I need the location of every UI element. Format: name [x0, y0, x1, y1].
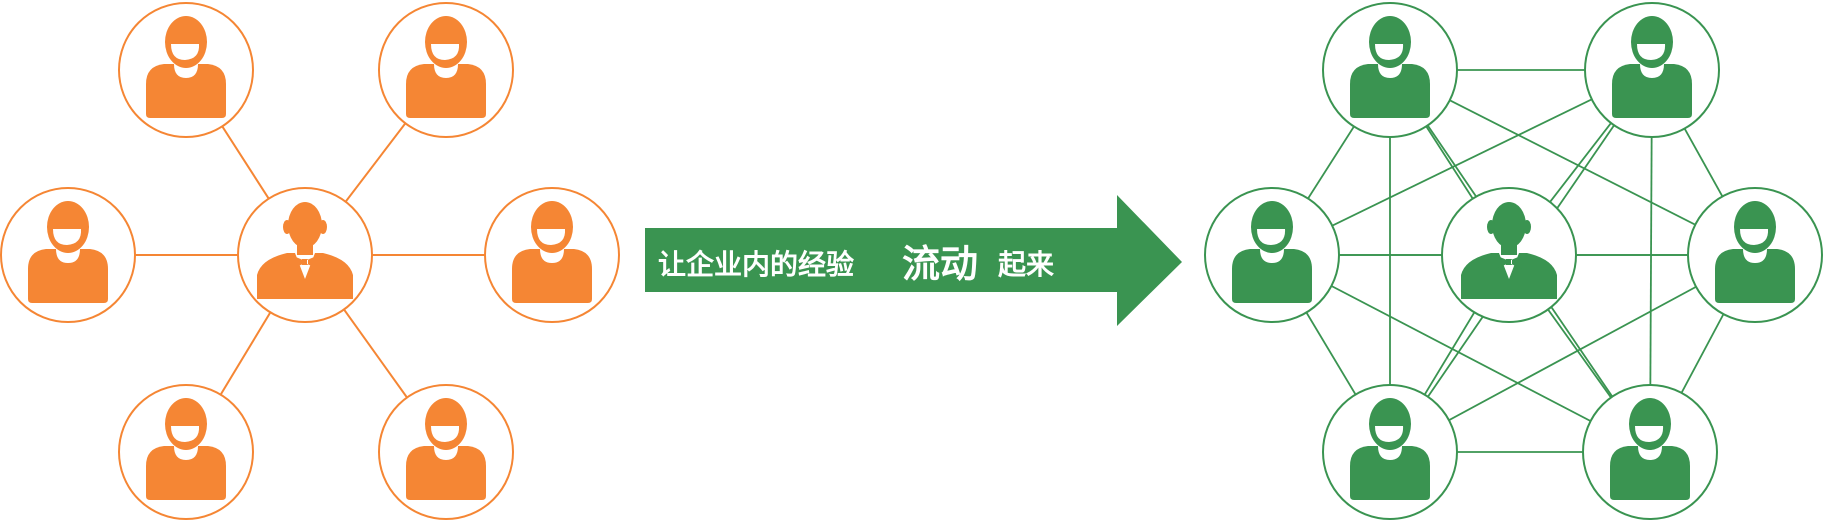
hub-network: [0, 2, 620, 520]
mesh-node: [1322, 2, 1458, 138]
mesh-node: [1204, 187, 1340, 323]
hub-node: [378, 384, 514, 520]
connector-line: [1389, 69, 1756, 256]
connector-line: [1271, 69, 1653, 256]
arrow-text-part2: 流动: [902, 242, 978, 286]
hub-node: [118, 384, 254, 520]
mesh-node: [1687, 187, 1823, 323]
arrow-text-part1: 让企业内的经验: [658, 248, 854, 281]
mesh-node: [1584, 2, 1720, 138]
connector-line: [1389, 254, 1756, 453]
hub-node: [0, 187, 136, 323]
mesh-node: [1582, 384, 1718, 520]
transition-arrow: 让企业内的经验 流动 起来: [645, 195, 1182, 326]
connector-line: [1271, 254, 1651, 453]
hub-node: [378, 2, 514, 138]
hub-node: [484, 187, 620, 323]
arrow-shape: [645, 195, 1182, 326]
mesh-node: [1322, 384, 1458, 520]
arrow-text-part3: 起来: [998, 248, 1054, 281]
mesh-center-node: [1441, 187, 1577, 323]
hub-center-node: [237, 187, 373, 323]
mesh-network: [1204, 2, 1823, 520]
hub-node: [118, 2, 254, 138]
